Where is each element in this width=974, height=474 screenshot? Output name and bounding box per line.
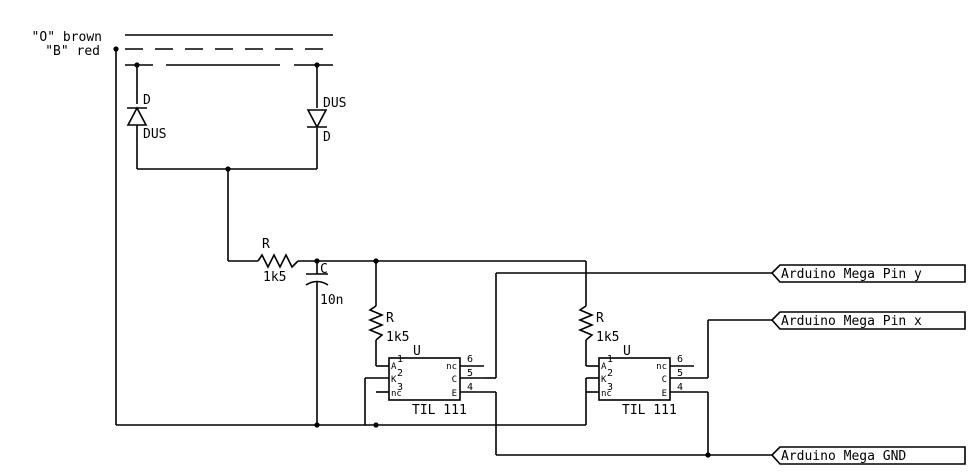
- label-b-red: "B" red: [45, 44, 100, 59]
- pin-label-nc: nc: [446, 362, 457, 372]
- resistor-zigzag: [577, 305, 595, 341]
- pin-label-a: A: [601, 362, 607, 372]
- resistor-main-name: R: [262, 237, 270, 252]
- pin-label-e: E: [662, 389, 667, 399]
- pin-label-c: C: [452, 375, 457, 385]
- port-label-shape: [770, 264, 966, 283]
- junction-dot: [225, 166, 231, 172]
- diode-right-label-top: DUS: [323, 96, 346, 111]
- junction-dot: [373, 258, 379, 264]
- junction-dot: [314, 258, 320, 264]
- ic-ref: U: [623, 344, 631, 359]
- port-pin-x: Arduino Mega Pin x: [770, 311, 966, 330]
- pin-6-number: 6: [467, 354, 473, 365]
- diode-right: DUS D: [306, 96, 346, 145]
- diode-right-label-bottom: D: [323, 130, 331, 145]
- ic-name: TIL 111: [412, 403, 467, 418]
- resistor-main-value: 1k5: [263, 270, 286, 285]
- optocoupler-2: U 1 2 3 A K nc nc C E 6 5 4 TIL 111: [598, 344, 683, 418]
- port-label-shape: [770, 446, 966, 465]
- resistor-opto2-name: R: [596, 311, 604, 326]
- capacitor-plate-bottom: [305, 280, 329, 286]
- resistor-opto1-value: 1k5: [386, 330, 409, 345]
- resistor-zigzag: [257, 253, 299, 269]
- diode-left-label-bottom: DUS: [143, 127, 166, 142]
- port-pin-x-text: Arduino Mega Pin x: [781, 314, 922, 329]
- capacitor: C 10n: [305, 262, 343, 308]
- port-pin-y: Arduino Mega Pin y: [770, 264, 966, 283]
- diode-symbol: [126, 106, 148, 126]
- junction-dot: [373, 422, 379, 428]
- ic-name: TIL 111: [622, 403, 677, 418]
- port-gnd: Arduino Mega GND: [770, 446, 966, 465]
- pin-3-number: 3: [397, 382, 403, 393]
- pin-label-nc: nc: [391, 389, 402, 399]
- bus-wires: "O" brown "B" red: [32, 30, 333, 66]
- port-label-shape: [770, 311, 966, 330]
- resistor-opto1: R 1k5: [367, 305, 409, 345]
- junction-dot: [705, 452, 711, 458]
- resistor-zigzag: [367, 305, 385, 341]
- pin-label-c: C: [662, 375, 667, 385]
- resistor-main: R 1k5: [257, 237, 299, 285]
- pin-label-k: K: [391, 375, 397, 385]
- port-pin-y-text: Arduino Mega Pin y: [781, 267, 922, 282]
- pin-4-number: 4: [467, 382, 473, 393]
- ic-body: [388, 357, 461, 401]
- pin-5-number: 5: [677, 368, 683, 379]
- pin-4-number: 4: [677, 382, 683, 393]
- port-gnd-text: Arduino Mega GND: [781, 449, 906, 464]
- resistor-opto2-value: 1k5: [596, 330, 619, 345]
- pin-5-number: 5: [467, 368, 473, 379]
- junction-dot: [314, 422, 320, 428]
- pin-label-nc: nc: [656, 362, 667, 372]
- pin-1-number: 1: [607, 354, 613, 365]
- junctions: [134, 62, 711, 458]
- pin-3-number: 3: [607, 382, 613, 393]
- pin-2-number: 2: [607, 368, 613, 379]
- pin-label-e: E: [452, 389, 457, 399]
- optocoupler-1: U 1 2 3 A K nc nc C E 6 5 4 TIL 111: [388, 344, 473, 418]
- ic-ref: U: [413, 344, 421, 359]
- ic-body: [598, 357, 671, 401]
- pin-label-nc: nc: [601, 389, 612, 399]
- diode-left: D DUS: [126, 93, 166, 142]
- wiring: [115, 49, 772, 456]
- pin-label-a: A: [391, 362, 397, 372]
- diode-symbol: [306, 109, 328, 129]
- capacitor-value: 10n: [320, 293, 343, 308]
- pin-label-k: K: [601, 375, 607, 385]
- pin-6-number: 6: [677, 354, 683, 365]
- pin-1-number: 1: [397, 354, 403, 365]
- capacitor-name: C: [320, 262, 328, 277]
- pin-2-number: 2: [397, 368, 403, 379]
- label-o-brown: "O" brown: [32, 30, 102, 45]
- diode-left-label-top: D: [143, 93, 151, 108]
- junction-dot: [314, 62, 320, 68]
- resistor-opto1-name: R: [386, 311, 394, 326]
- resistor-opto2: R 1k5: [577, 305, 619, 345]
- junction-dot: [134, 62, 140, 68]
